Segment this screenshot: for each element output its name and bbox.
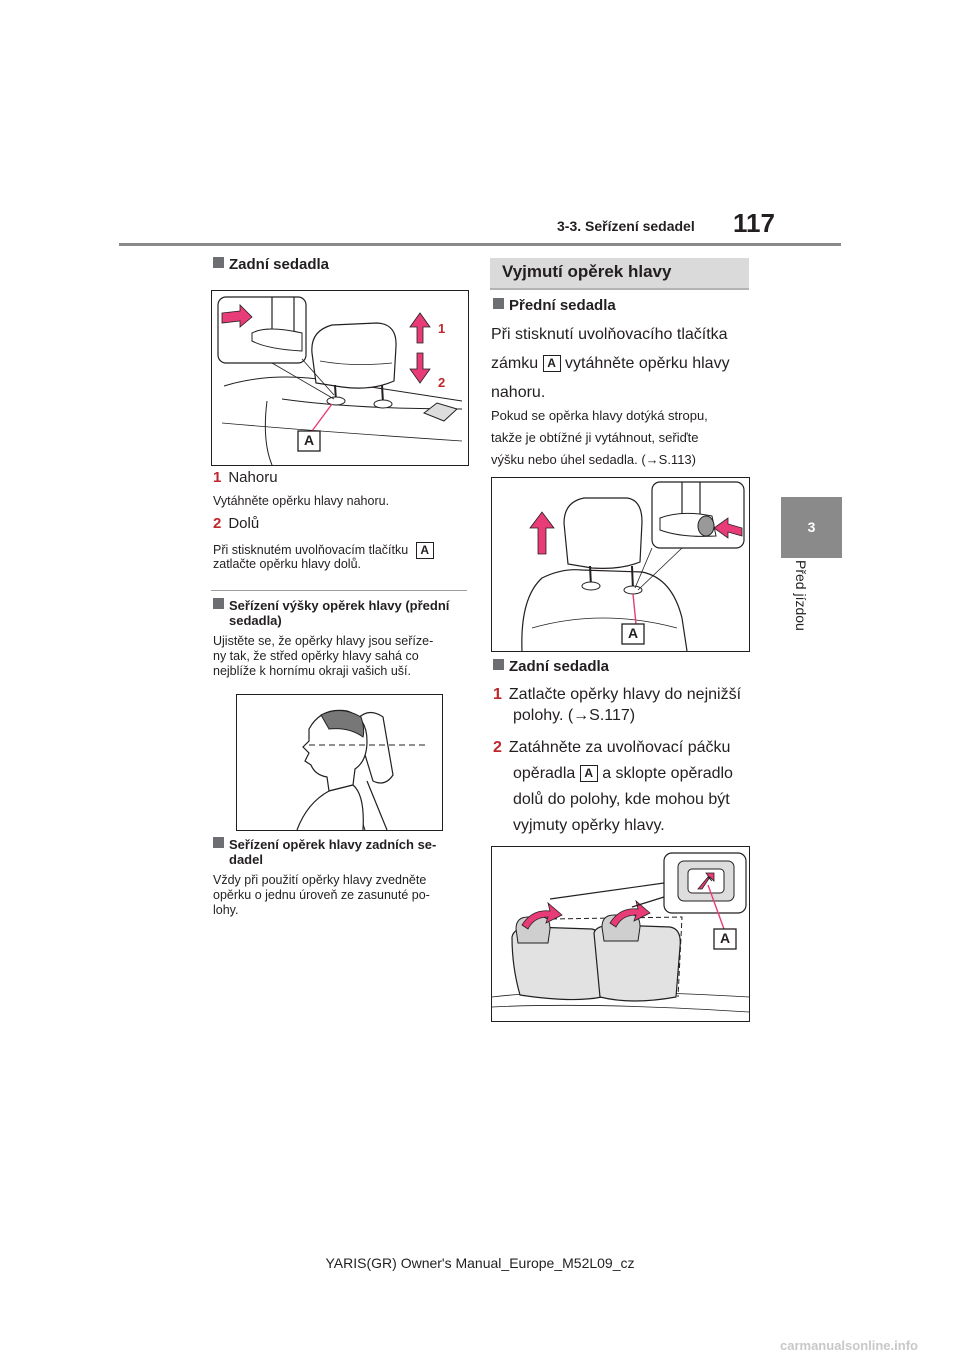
footer-text: YARIS(GR) Owner's Manual_Europe_M52L09_c… xyxy=(325,1255,635,1271)
figure-front-headrest-removal: A xyxy=(491,477,750,652)
rear-adjust-heading: Seřízení opěrek hlavy zadních se- xyxy=(213,837,436,852)
rear-adjust-text-3: lohy. xyxy=(213,903,239,917)
step2-description-line2: zatlačte opěrku hlavy dolů. xyxy=(213,557,362,571)
watermark: carmanualsonline.info xyxy=(780,1338,918,1353)
square-bullet-icon xyxy=(213,837,224,848)
chapter-tab xyxy=(781,497,842,558)
section-header: 3-3. Seřízení sedadel xyxy=(557,218,695,234)
head-position-illustration xyxy=(296,709,427,830)
label-a-inline: A xyxy=(415,542,434,559)
figure-rear-headrest-adjust: 1 2 A xyxy=(211,290,469,466)
square-bullet-icon xyxy=(213,257,224,268)
square-bullet-icon xyxy=(493,298,504,309)
step1-description: Vytáhněte opěrku hlavy nahoru. xyxy=(213,494,390,508)
front-headrest-illustration xyxy=(521,481,745,651)
section-title: Vyjmutí opěrek hlavy xyxy=(502,262,672,281)
height-adjust-heading-cont: sedadla) xyxy=(229,613,282,628)
rear-seats-heading-right: Zadní sedadla xyxy=(493,658,609,675)
figure-head-position xyxy=(236,694,443,831)
rear-adjust-text-1: Vždy při použití opěrky hlavy zvedněte xyxy=(213,873,427,887)
rear-seatback-illustration xyxy=(492,852,749,1013)
height-adjust-text-3: nejblíže k hornímu okraji vašich uší. xyxy=(213,664,412,678)
label-a-inline: A xyxy=(579,765,598,783)
section-title-bar xyxy=(490,258,749,290)
label-a-inline: A xyxy=(542,355,561,373)
height-adjust-heading: Seřízení výšky opěrek hlavy (přední xyxy=(213,598,449,613)
divider xyxy=(211,590,467,591)
front-seats-heading: Přední sedadla xyxy=(493,297,616,314)
figure-label-1: 1 xyxy=(438,321,446,336)
rear-seats-heading: Zadní sedadla xyxy=(213,256,329,273)
front-note-3: výšku nebo úhel sedadla. (→S.113) xyxy=(491,452,696,467)
rear-step2-line3: dolů do polohy, kde mohou být xyxy=(513,791,730,808)
header-rule xyxy=(119,243,841,246)
front-text-2: zámku A vytáhněte opěrku hlavy xyxy=(491,355,730,373)
chapter-tab-title: Před jízdou xyxy=(793,560,809,631)
page-number: 117 xyxy=(733,208,775,238)
rear-adjust-heading-cont: dadel xyxy=(229,852,263,867)
figure-label-2: 2 xyxy=(438,375,446,390)
figure-label-a: A xyxy=(627,625,639,641)
height-adjust-text-1: Ujistěte se, že opěrky hlavy jsou seříze… xyxy=(213,634,434,648)
height-adjust-text-2: ny tak, že střed opěrky hlavy sahá co xyxy=(213,649,419,663)
square-bullet-icon xyxy=(213,598,224,609)
rear-adjust-text-2: opěrku o jednu úroveň ze zasunuté po- xyxy=(213,888,430,902)
front-note-1: Pokud se opěrka hlavy dotýká stropu, xyxy=(491,408,708,423)
front-text-1: Při stisknutí uvolňovacího tlačítka xyxy=(491,326,728,343)
step2-description-line1: Při stisknutém uvolňovacím tlačítku A xyxy=(213,542,434,559)
figure-rear-seatback-fold: A xyxy=(491,846,750,1022)
rear-step2-line4: vyjmuty opěrky hlavy. xyxy=(513,817,665,834)
chapter-tab-number: 3 xyxy=(807,519,816,535)
rear-headrest-illustration xyxy=(217,296,463,465)
rear-step2-line2: opěradla A a sklopte opěradlo xyxy=(513,765,733,783)
rear-step1-line2: polohy. (→S.117) xyxy=(513,707,636,724)
front-note-2: takže je obtížné ji vytáhnout, seřiďte xyxy=(491,430,699,445)
figure-label-a: A xyxy=(719,930,731,946)
square-bullet-icon xyxy=(493,659,504,670)
figure-label-a: A xyxy=(303,432,315,448)
front-text-3: nahoru. xyxy=(491,384,546,401)
